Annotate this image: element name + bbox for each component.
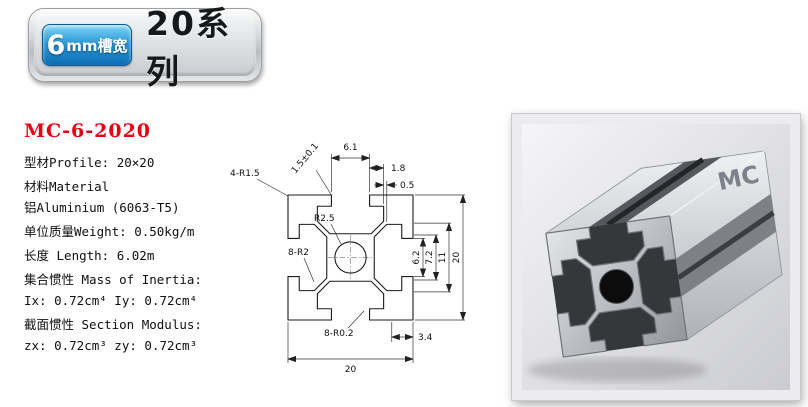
svg-text:6.2: 6.2 [412, 250, 422, 264]
dimension-slot-width: 6.1 [330, 143, 371, 192]
label-hole-radius: R2.5 [314, 214, 342, 245]
svg-text:R2.5: R2.5 [314, 214, 335, 224]
svg-text:8-R2: 8-R2 [288, 248, 309, 258]
body-edge-highlight [669, 150, 766, 217]
spec-modulus-label: 截面惯性 Section Modulus: [24, 317, 202, 332]
spec-length: 长度 Length: 6.02m [24, 248, 155, 263]
spec-material-label: 材料Material [24, 179, 110, 194]
spec-modulus-values: zx: 0.72cm³ zy: 0.72cm³ [24, 338, 198, 353]
svg-text:4-R1.5: 4-R1.5 [230, 169, 260, 179]
product-photo: MC [522, 124, 790, 390]
svg-text:0.5: 0.5 [400, 181, 414, 191]
label-inner-fillets: 8-R2 [288, 248, 315, 283]
dimension-gap: 0.5 [374, 181, 414, 222]
top-slot-gap [606, 157, 705, 227]
svg-text:3.4: 3.4 [418, 333, 433, 343]
svg-text:20: 20 [452, 252, 462, 264]
series-title: 20系列 [146, 4, 231, 91]
centerlines [328, 235, 373, 280]
slot-width-tab: 6 mm槽宽 [42, 24, 133, 66]
dimension-7-2: 7.2 [414, 234, 440, 281]
spec-profile: 型材Profile: 20×20 [24, 155, 155, 170]
label-small-fillets: 8-R0.2 [324, 310, 365, 339]
model-number: MC-6-2020 [24, 120, 152, 142]
dimension-11: 11 [414, 222, 453, 293]
spec-panel: MC-6-2020 型材Profile: 20×20 材料Material 铝A… [24, 120, 239, 361]
series-badge-panel: 6 mm槽宽 20系列 [34, 4, 256, 91]
profile-shadow [527, 358, 707, 382]
svg-text:1.8: 1.8 [391, 164, 406, 174]
spec-weight: 单位质量Weight: 0.50kg/m [24, 224, 195, 239]
cross-section-svg: 6.1 1.8 0.5 1.5±0.1 4-R1.5 [230, 142, 467, 375]
svg-text:20: 20 [345, 365, 357, 375]
spec-inertia-label: 集合惯性 Mass of Inertia: [24, 272, 202, 287]
dimension-3-4: 3.4 [390, 322, 433, 343]
dimension-6-2: 6.2 [412, 237, 427, 278]
svg-text:8-R0.2: 8-R0.2 [324, 329, 354, 339]
spec-inertia-values: Ix: 0.72cm⁴ Iy: 0.72cm⁴ [24, 293, 198, 308]
svg-text:6.1: 6.1 [343, 143, 357, 153]
label-corner-radius: 4-R1.5 [230, 169, 289, 197]
spec-material-value: 铝Aluminium (6063-T5) [24, 200, 180, 215]
dimension-20-bottom: 20 [287, 322, 414, 375]
slot-width-unit: mm槽宽 [66, 36, 128, 55]
photo-frame: MC [511, 113, 801, 401]
dimension-tolerance: 1.5±0.1 [290, 142, 333, 197]
series-badge: 6 mm槽宽 20系列 [28, 4, 262, 91]
technical-drawing: 6.1 1.8 0.5 1.5±0.1 4-R1.5 [228, 128, 478, 380]
face-center-hole [599, 269, 634, 304]
slot-width-number: 6 [46, 29, 66, 61]
dimension-20-right: 20 [415, 194, 467, 321]
side-slot-gap [676, 210, 775, 280]
svg-text:11: 11 [438, 252, 448, 263]
svg-text:7.2: 7.2 [425, 250, 435, 264]
